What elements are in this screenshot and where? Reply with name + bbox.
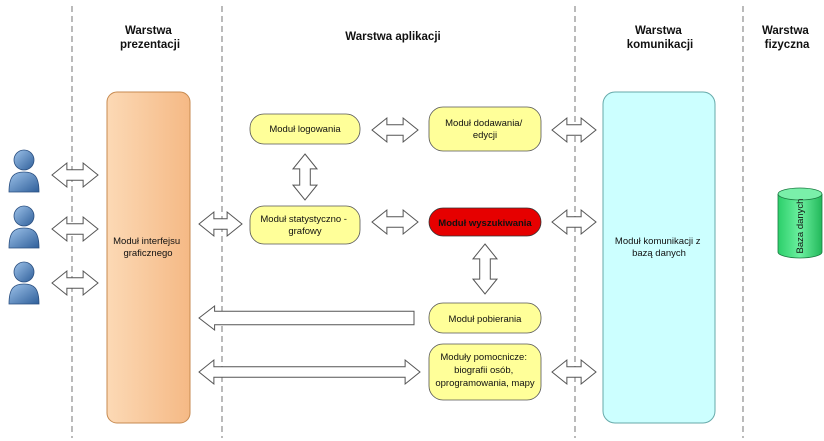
download-module-label: Moduł pobierania: [449, 314, 523, 325]
connector-arrows: [51, 116, 597, 386]
download-module-box: [428, 302, 542, 334]
double-arrow-icon: [371, 116, 419, 144]
user-icon: [8, 205, 40, 249]
add-edit-module-box: [428, 106, 542, 152]
user-icon: [8, 149, 40, 193]
arrow-left-icon: [198, 304, 415, 332]
double-arrow-icon: [51, 215, 99, 243]
comm-module-box: [602, 91, 716, 424]
ui-module-label: Moduł interfejsu graficznego: [113, 236, 183, 259]
login-module-label: Moduł logowania: [269, 124, 341, 135]
layer-header-communication: Warstwa komunikacji: [627, 25, 693, 51]
helpers-module-box: [428, 343, 542, 401]
ui-module-box: [106, 91, 191, 424]
double-arrow-icon: [371, 208, 419, 236]
double-arrow-icon: [51, 161, 99, 189]
stats-module-box: [249, 205, 361, 245]
double-arrow-icon: [291, 153, 319, 201]
search-module-label: Moduł wyszukiwania: [438, 218, 532, 229]
double-arrow-icon: [551, 116, 597, 144]
double-arrow-icon: [551, 208, 597, 236]
layer-header-physical: Warstwa fizyczna: [762, 25, 812, 51]
double-arrow-icon: [198, 210, 243, 238]
layer-header-application: Warstwa aplikacji: [345, 31, 440, 43]
stats-module-label: Moduł statystyczno - grafowy: [260, 214, 349, 237]
double-arrow-icon: [551, 358, 597, 386]
database-label: Baza danych: [795, 199, 806, 254]
database-icon: [777, 187, 823, 259]
double-arrow-icon: [198, 358, 421, 386]
helpers-module-label: Moduły pomocnicze: biografii osób, oprog…: [435, 352, 535, 389]
search-module-box: [428, 207, 542, 237]
double-arrow-icon: [51, 269, 99, 297]
double-arrow-icon: [471, 243, 499, 295]
user-icon: [8, 261, 40, 305]
comm-module-label: Moduł komunikacji z bazą danych: [615, 236, 703, 259]
login-module-box: [249, 113, 361, 145]
layer-header-presentation: Warstwa prezentacji: [120, 25, 180, 51]
add-edit-module-label: Moduł dodawania/ edycji: [445, 118, 525, 141]
